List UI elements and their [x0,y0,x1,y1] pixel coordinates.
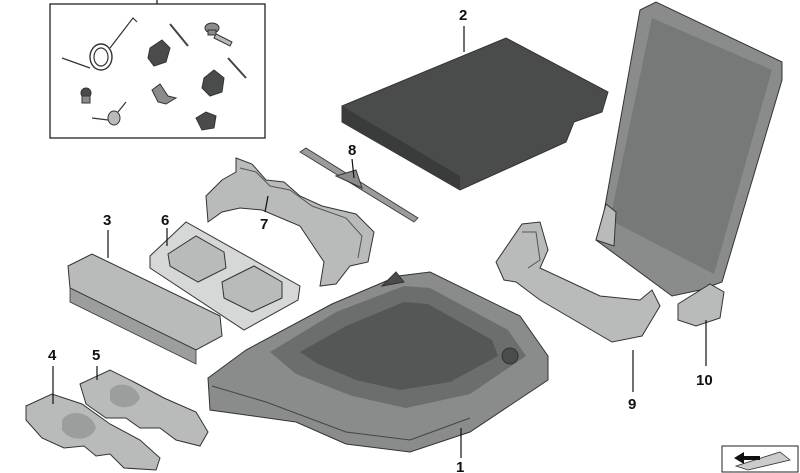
hinge-bracket-part [495,221,661,343]
pin-part [169,23,189,47]
clip-part [201,69,225,97]
callout-2: 2 [459,7,467,24]
clip-part [195,111,217,131]
callout-6: 6 [161,212,169,229]
callout-9: 9 [628,396,636,413]
callout-5: 5 [92,347,100,364]
spring-part [61,17,138,71]
leader-lines [52,26,707,458]
callout-3: 3 [103,212,111,229]
cup-holder-part [25,393,161,471]
clip-part [147,39,171,67]
torsion-spring-part [91,101,127,126]
corner-logo-icon [721,445,799,473]
callout-8: 8 [348,142,356,159]
callout-1: 1 [456,459,464,473]
cushion-pad-part [341,37,609,191]
tray-part [149,221,301,331]
armrest-housing-part [207,271,549,453]
backrest-part [595,1,783,327]
callout-10: 10 [696,372,713,389]
trim-strip-part [299,147,419,223]
bracket-part [151,83,178,105]
screw-part [204,22,233,47]
cover-part [67,253,223,365]
frame-bracket-part [205,157,375,287]
small-parts-inset [49,0,266,139]
cup-holder-insert-part [79,369,209,447]
cap-nut-part [80,87,92,104]
pin-part [227,57,247,79]
callout-7: 7 [260,216,268,233]
callout-4: 4 [48,347,57,364]
